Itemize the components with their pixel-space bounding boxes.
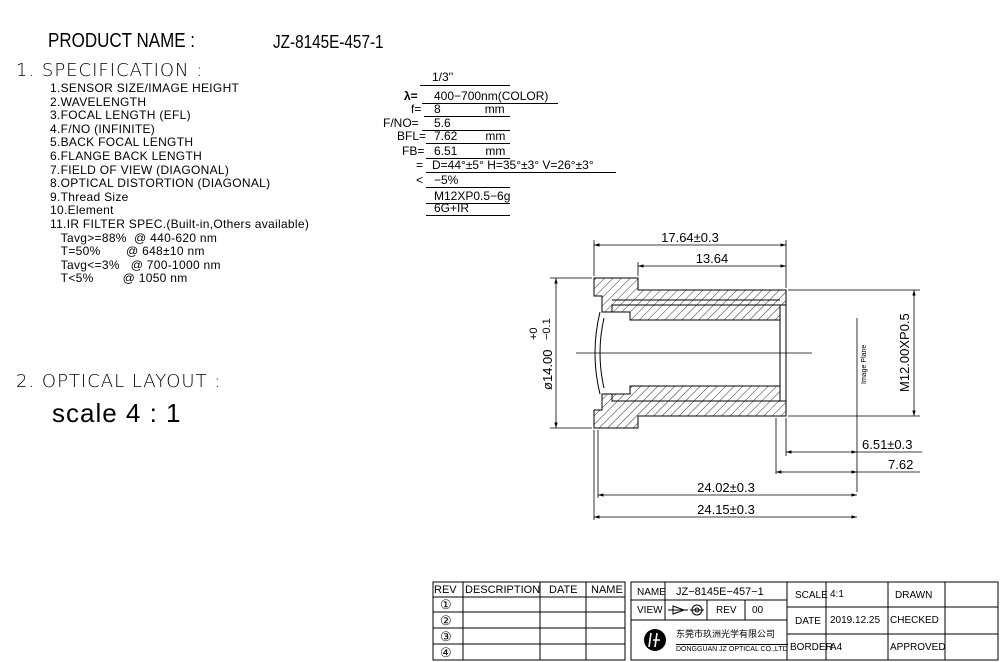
spec-dist-value: −5% [426, 173, 510, 188]
dim-overall-2: 24.15±0.3 [697, 502, 755, 517]
spec-fb-value: 6.51 mm [426, 144, 510, 159]
view-label: VIEW [637, 605, 663, 616]
spec-item: 5.BACK FOCAL LENGTH [50, 135, 194, 150]
description-header: DESCRIPTION [465, 584, 541, 596]
spec-f-value: 8 mm [424, 102, 510, 117]
spec-thread-value: M12XP0.5−6g [426, 189, 510, 204]
spec-item: 1.SENSOR SIZE/IMAGE HEIGHT [50, 81, 240, 95]
spec-dist-prefix: < [416, 173, 424, 187]
spec-sensor-value: 1/3'' [432, 70, 454, 84]
name-label: NAME [637, 587, 666, 598]
spec-element-value: 6G+IR [426, 201, 510, 216]
scale-value: 4:1 [830, 589, 844, 600]
fno-value-text: 5.6 [434, 116, 451, 130]
rev-number: ④ [440, 645, 452, 660]
dim-thread: M12.00XP0.5 [897, 313, 912, 392]
scale-label: SCALE [795, 590, 828, 601]
image-plane-label: Image Plane [861, 345, 868, 384]
spec-item: T<5% @ 1050 nm [50, 271, 188, 286]
product-name-label: PRODUCT NAME : [48, 30, 196, 52]
spec-fov-prefix: = [416, 158, 424, 172]
spec-fov-value: D=44°±5° H=35°±3° V=26°±3° [426, 158, 616, 173]
dim-tol-plus: +0 [528, 327, 540, 340]
date-label: DATE [795, 616, 821, 627]
thread-text: M12XP0.5−6g [434, 189, 511, 203]
wavelength-text: 400−700nm(COLOR) [434, 89, 549, 103]
spec-item: 7.FIELD OF VIEW (DIAGONAL) [50, 162, 230, 177]
spec-item: 9.Thread Size [50, 189, 129, 204]
approved-label: APPROVED [890, 642, 946, 653]
rev-header: REV [434, 584, 457, 596]
spec-fno-prefix: F/NO= [383, 116, 419, 130]
spec-item: Tavg>=88% @ 440-620 nm [50, 230, 218, 245]
f-unit-text: mm [484, 102, 505, 116]
rev-number: ③ [440, 629, 452, 644]
company-name-cn: 东莞市玖洲光学有限公司 [676, 630, 776, 640]
dim-overall-1: 24.02±0.3 [697, 480, 755, 495]
dim-bfl: 7.62 [888, 457, 913, 472]
date-header: DATE [549, 584, 578, 596]
dim-tol-minus: −0.1 [541, 318, 553, 340]
rev-label: REV [716, 605, 737, 616]
spec-item: 6.FLANGE BACK LENGTH [50, 148, 203, 163]
spec-item: 4.F/NO (INFINITE) [50, 121, 156, 136]
spec-item: 8.OPTICAL DISTORTION (DIAGONAL) [50, 176, 271, 191]
name-header: NAME [591, 584, 623, 596]
spec-item: 3.FOCAL LENGTH (EFL) [50, 108, 191, 123]
spec-item: Tavg<=3% @ 700-1000 nm [50, 257, 221, 272]
border-label: BORDER [790, 642, 833, 653]
checked-label: CHECKED [890, 615, 939, 626]
dim-diameter: ø14.00 [540, 350, 555, 390]
lens-barrel [593, 277, 787, 429]
spec-lambda-prefix: λ= [404, 89, 418, 103]
bfl-unit-text: mm [485, 129, 506, 143]
rev-value: 00 [752, 605, 764, 616]
spec-fb-prefix: FB= [402, 144, 425, 158]
company-name-en: DONGGUAN JZ OPTICAL CO.,LTD [676, 644, 788, 653]
optical-layout-title: 2. OPTICAL LAYOUT : [16, 371, 222, 392]
product-name-value: JZ-8145E-457-1 [273, 32, 384, 52]
fb-unit-text: mm [485, 144, 506, 158]
drawn-label: DRAWN [895, 590, 933, 601]
bfl-value-text: 7.62 [434, 129, 458, 143]
spec-item: 10.Element [50, 203, 114, 218]
spec-wavelength-value: 400−700nm(COLOR) [422, 89, 558, 104]
spec-item: 2.WAVELENGTH [50, 94, 147, 109]
specification-title: 1. SPECIFICATION : [16, 60, 204, 81]
dim-top-outer: 17.64±0.3 [661, 230, 719, 245]
spec-fno-value: 5.6 [422, 116, 510, 131]
date-value: 2019.12.25 [830, 615, 881, 626]
fov-text: D=44°±5° H=35°±3° V=26°±3° [432, 158, 594, 172]
spec-list: 1.SENSOR SIZE/IMAGE HEIGHT 2.WAVELENGTH … [50, 81, 310, 286]
border-value: A4 [830, 642, 843, 653]
dim-fb: 6.51±0.3 [862, 437, 913, 452]
rev-number: ① [440, 597, 452, 612]
spec-f-prefix: f= [411, 102, 422, 116]
name-value: JZ−8145E−457−1 [676, 586, 764, 598]
dist-text: −5% [434, 173, 459, 187]
scale-label: scale 4 : 1 [52, 398, 182, 428]
sensor-underline [420, 85, 510, 86]
dim-top-inner: 13.64 [696, 251, 729, 266]
projection-symbol [668, 604, 704, 616]
spec-bfl-prefix: BFL= [397, 129, 427, 143]
f-value-text: 8 [434, 102, 441, 116]
element-text: 6G+IR [434, 201, 470, 215]
company-logo-icon [644, 629, 666, 651]
rev-number: ② [440, 613, 452, 628]
spec-bfl-value: 7.62 mm [426, 129, 510, 144]
fb-value-text: 6.51 [434, 144, 458, 158]
spec-item: T=50% @ 648±10 nm [50, 244, 205, 259]
spec-item: 11.IR FILTER SPEC.(Built-in,Others avail… [50, 216, 310, 231]
